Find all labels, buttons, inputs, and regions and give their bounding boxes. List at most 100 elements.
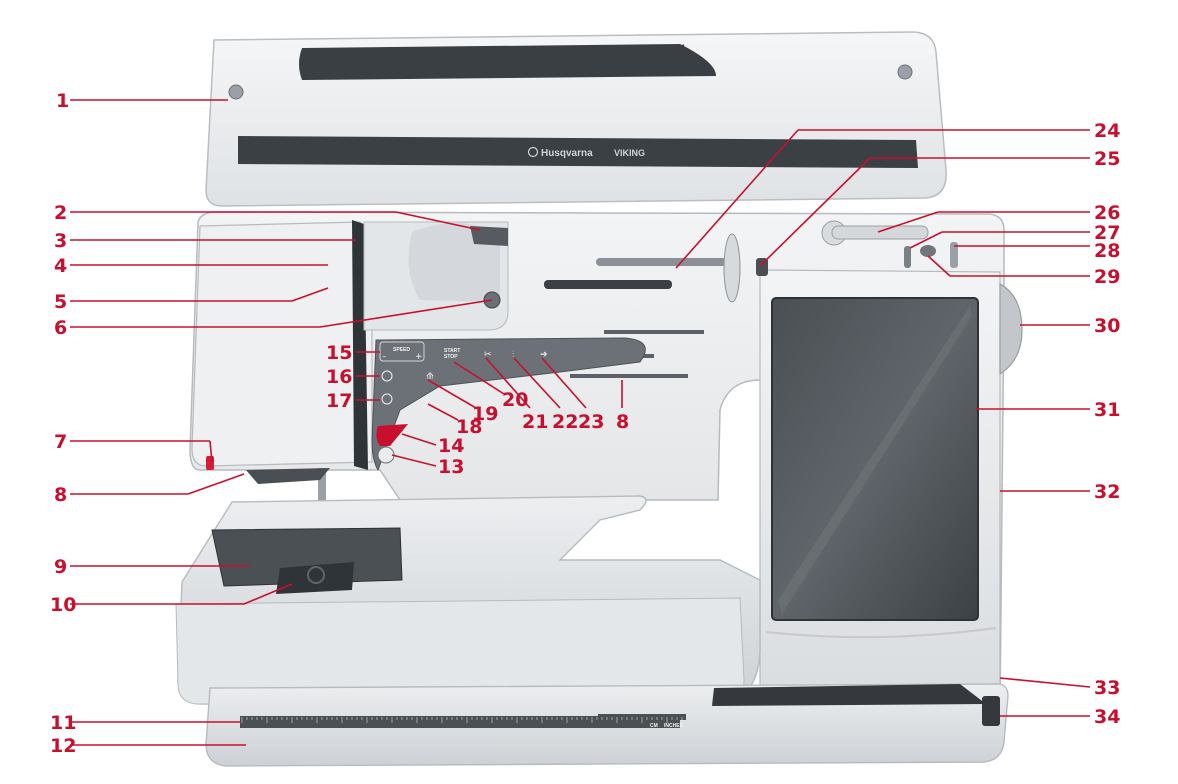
callout-10: 10 xyxy=(50,594,76,616)
auxiliary-spool-pin xyxy=(831,225,929,240)
callout-24: 24 xyxy=(1094,120,1120,142)
ruler-ticks xyxy=(241,717,683,723)
callout-12: 12 xyxy=(50,735,76,757)
brand-logo-text: Husqvarna xyxy=(541,148,593,159)
callout-32: 32 xyxy=(1094,481,1120,503)
callout-27: 27 xyxy=(1094,222,1120,244)
callout-28: 28 xyxy=(1094,240,1120,262)
callout-18: 18 xyxy=(456,416,482,438)
presser-foot-down-icon[interactable]: ⊥ xyxy=(424,394,432,404)
husqvarna-logo-icon xyxy=(527,146,539,158)
lid-front-strip xyxy=(238,136,918,168)
leader-25b xyxy=(759,157,871,267)
leader-23 xyxy=(541,357,587,409)
callout-11: 11 xyxy=(50,712,76,734)
callout-13: 13 xyxy=(438,456,464,478)
leader-24b xyxy=(675,129,799,269)
callout-30: 30 xyxy=(1094,315,1120,337)
presser-foot-down-button[interactable] xyxy=(381,393,393,405)
start-stop-label-1: START xyxy=(444,348,460,354)
leader-22 xyxy=(513,357,561,409)
needle-bar xyxy=(318,468,326,512)
ruler-strip xyxy=(240,716,680,728)
callout-16: 16 xyxy=(326,366,352,388)
tie-off-icon[interactable]: ➔ xyxy=(540,350,548,360)
callout-26: 26 xyxy=(1094,202,1120,224)
leader-8b xyxy=(187,473,245,495)
leader-18 xyxy=(427,403,459,421)
callout-8-arm: 8 xyxy=(616,411,629,433)
leader-14 xyxy=(401,433,437,446)
callout-15: 15 xyxy=(326,342,352,364)
callout-6: 6 xyxy=(54,317,67,339)
callout-7: 7 xyxy=(54,431,67,453)
leader-33 xyxy=(999,677,1091,688)
ruler-cm-label: CM xyxy=(650,723,658,729)
callout-8-left: 8 xyxy=(54,484,67,506)
start-stop-label-2: STOP xyxy=(444,354,458,360)
leader-7b xyxy=(209,440,213,463)
stitch-plate xyxy=(211,527,403,587)
open-lid: H1 Husqvarna VIKING xyxy=(205,31,947,207)
spool-cap xyxy=(723,233,741,303)
leader-19 xyxy=(427,379,477,409)
callout-4: 4 xyxy=(54,255,67,277)
machine-bed: INCHES CM xyxy=(175,495,1009,767)
callout-21: 21 xyxy=(522,411,548,433)
lid-tab-mark: H1 xyxy=(672,43,686,55)
bobbin-winder-spindle xyxy=(904,246,911,268)
lid-screw-left xyxy=(228,84,244,100)
stop-button-icon[interactable]: ⫶ xyxy=(512,349,514,360)
reverse-icon[interactable] xyxy=(377,446,395,464)
callout-31: 31 xyxy=(1094,399,1120,421)
callout-29: 29 xyxy=(1094,266,1120,288)
callout-22: 22 xyxy=(552,411,578,433)
leader-26b xyxy=(877,211,939,233)
leader-13 xyxy=(391,454,437,467)
bobbin-cover xyxy=(276,562,354,594)
callout-3: 3 xyxy=(54,230,67,252)
knee-lift-slot xyxy=(712,684,986,706)
reverse-button[interactable] xyxy=(376,424,408,446)
ruler-inches-label: INCHES xyxy=(664,723,684,729)
bobbin-stop xyxy=(920,245,936,257)
brand-model-text: VIKING xyxy=(614,148,645,158)
callout-9: 9 xyxy=(54,556,67,578)
lid-screw-right xyxy=(897,64,913,80)
callout-17: 17 xyxy=(326,390,352,412)
lid-top-slot xyxy=(299,44,716,80)
leader-27b xyxy=(909,231,943,249)
speed-plus-button[interactable]: + xyxy=(415,352,423,362)
thread-cutter-icon[interactable]: ✂ xyxy=(484,350,492,360)
leader-2b xyxy=(395,211,481,231)
callout-2: 2 xyxy=(54,202,67,224)
callout-19: 19 xyxy=(472,403,498,425)
bobbin-winder-guide xyxy=(756,258,768,276)
handwheel xyxy=(999,283,1023,375)
callout-labels: 1 2 3 4 5 6 7 8 8 9 10 11 12 13 14 15 16… xyxy=(50,90,1120,757)
leader-10b xyxy=(243,583,293,605)
callout-1: 1 xyxy=(56,90,69,112)
embroidery-unit-socket xyxy=(982,696,1000,726)
speed-minus-button[interactable]: – xyxy=(382,352,387,362)
callout-25: 25 xyxy=(1094,148,1120,170)
leader-5b xyxy=(291,287,329,302)
presser-foot-up-icon[interactable]: ⟰ xyxy=(426,372,434,382)
needle-stop-up-down-button[interactable] xyxy=(381,370,393,382)
callout-20: 20 xyxy=(502,389,528,411)
control-panel xyxy=(371,337,646,472)
callout-34: 34 xyxy=(1094,706,1120,728)
callout-23: 23 xyxy=(578,411,604,433)
led-indicator xyxy=(206,456,214,470)
touch-screen xyxy=(771,297,979,621)
leader-20 xyxy=(453,361,505,395)
main-spool-pin xyxy=(596,258,740,266)
arm-slot xyxy=(544,280,672,289)
speed-label: SPEED xyxy=(393,347,410,353)
thread-guide-pin xyxy=(950,242,958,268)
callout-33: 33 xyxy=(1094,677,1120,699)
callout-5: 5 xyxy=(54,291,67,313)
leader-29b xyxy=(927,255,951,277)
